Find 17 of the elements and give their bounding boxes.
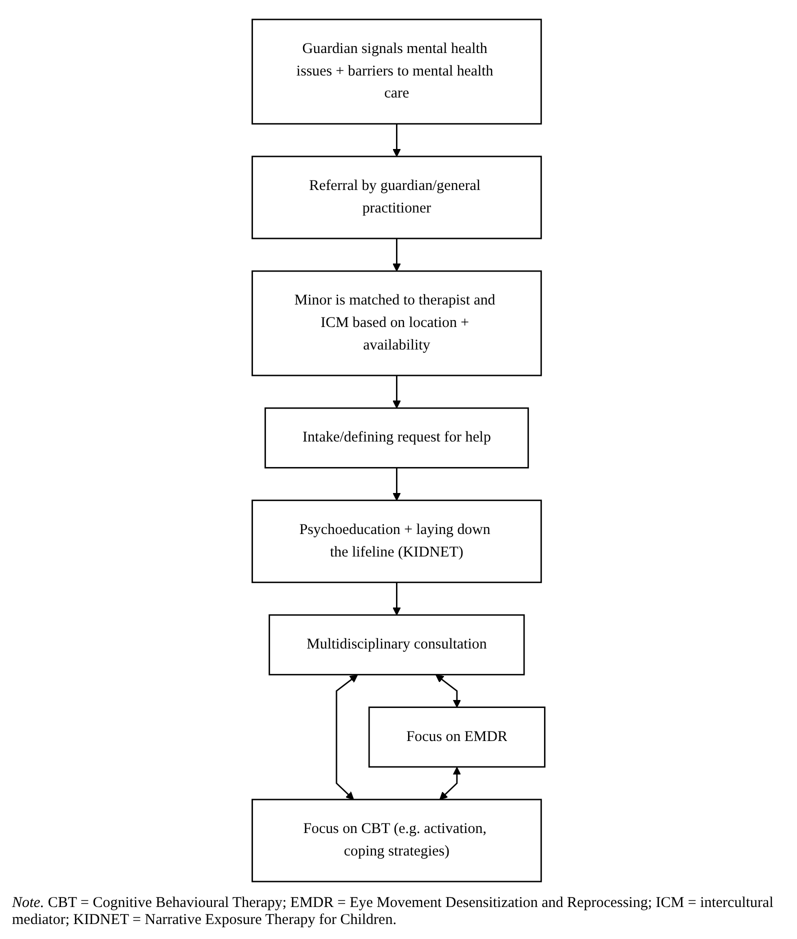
node-box: Focus on EMDR xyxy=(368,706,546,768)
arrow xyxy=(436,674,462,708)
node-box: Psychoeducation + laying down the lifeline (KIDNET) xyxy=(252,500,542,584)
node-box: Intake/defining request for help xyxy=(264,407,529,468)
node-box: Minor is matched to therapist and ICM based on location + availability xyxy=(252,270,542,376)
arrow xyxy=(392,124,401,157)
arrow xyxy=(336,674,358,800)
node-box: Referral by guardian/general practitioner xyxy=(252,156,542,240)
caption-note: Note. CBT = Cognitive Behavioural Therapy; EMDR = Eye Movement Desensitization and Reprocessing; ICM = intercultural mediator; KIDNET = Narrative Exposure Therapy for Children. xyxy=(11,894,774,930)
node-box: Focus on CBT (e.g. activation, coping strategies) xyxy=(252,798,542,882)
arrow xyxy=(392,468,401,501)
arrow xyxy=(439,766,462,800)
arrow xyxy=(392,238,401,272)
node-box: Guardian signals mental health issues + barriers to mental health care xyxy=(252,18,542,125)
arrow xyxy=(392,375,401,408)
arrow xyxy=(392,582,401,616)
node-box: Multidisciplinary consultation xyxy=(268,614,525,676)
